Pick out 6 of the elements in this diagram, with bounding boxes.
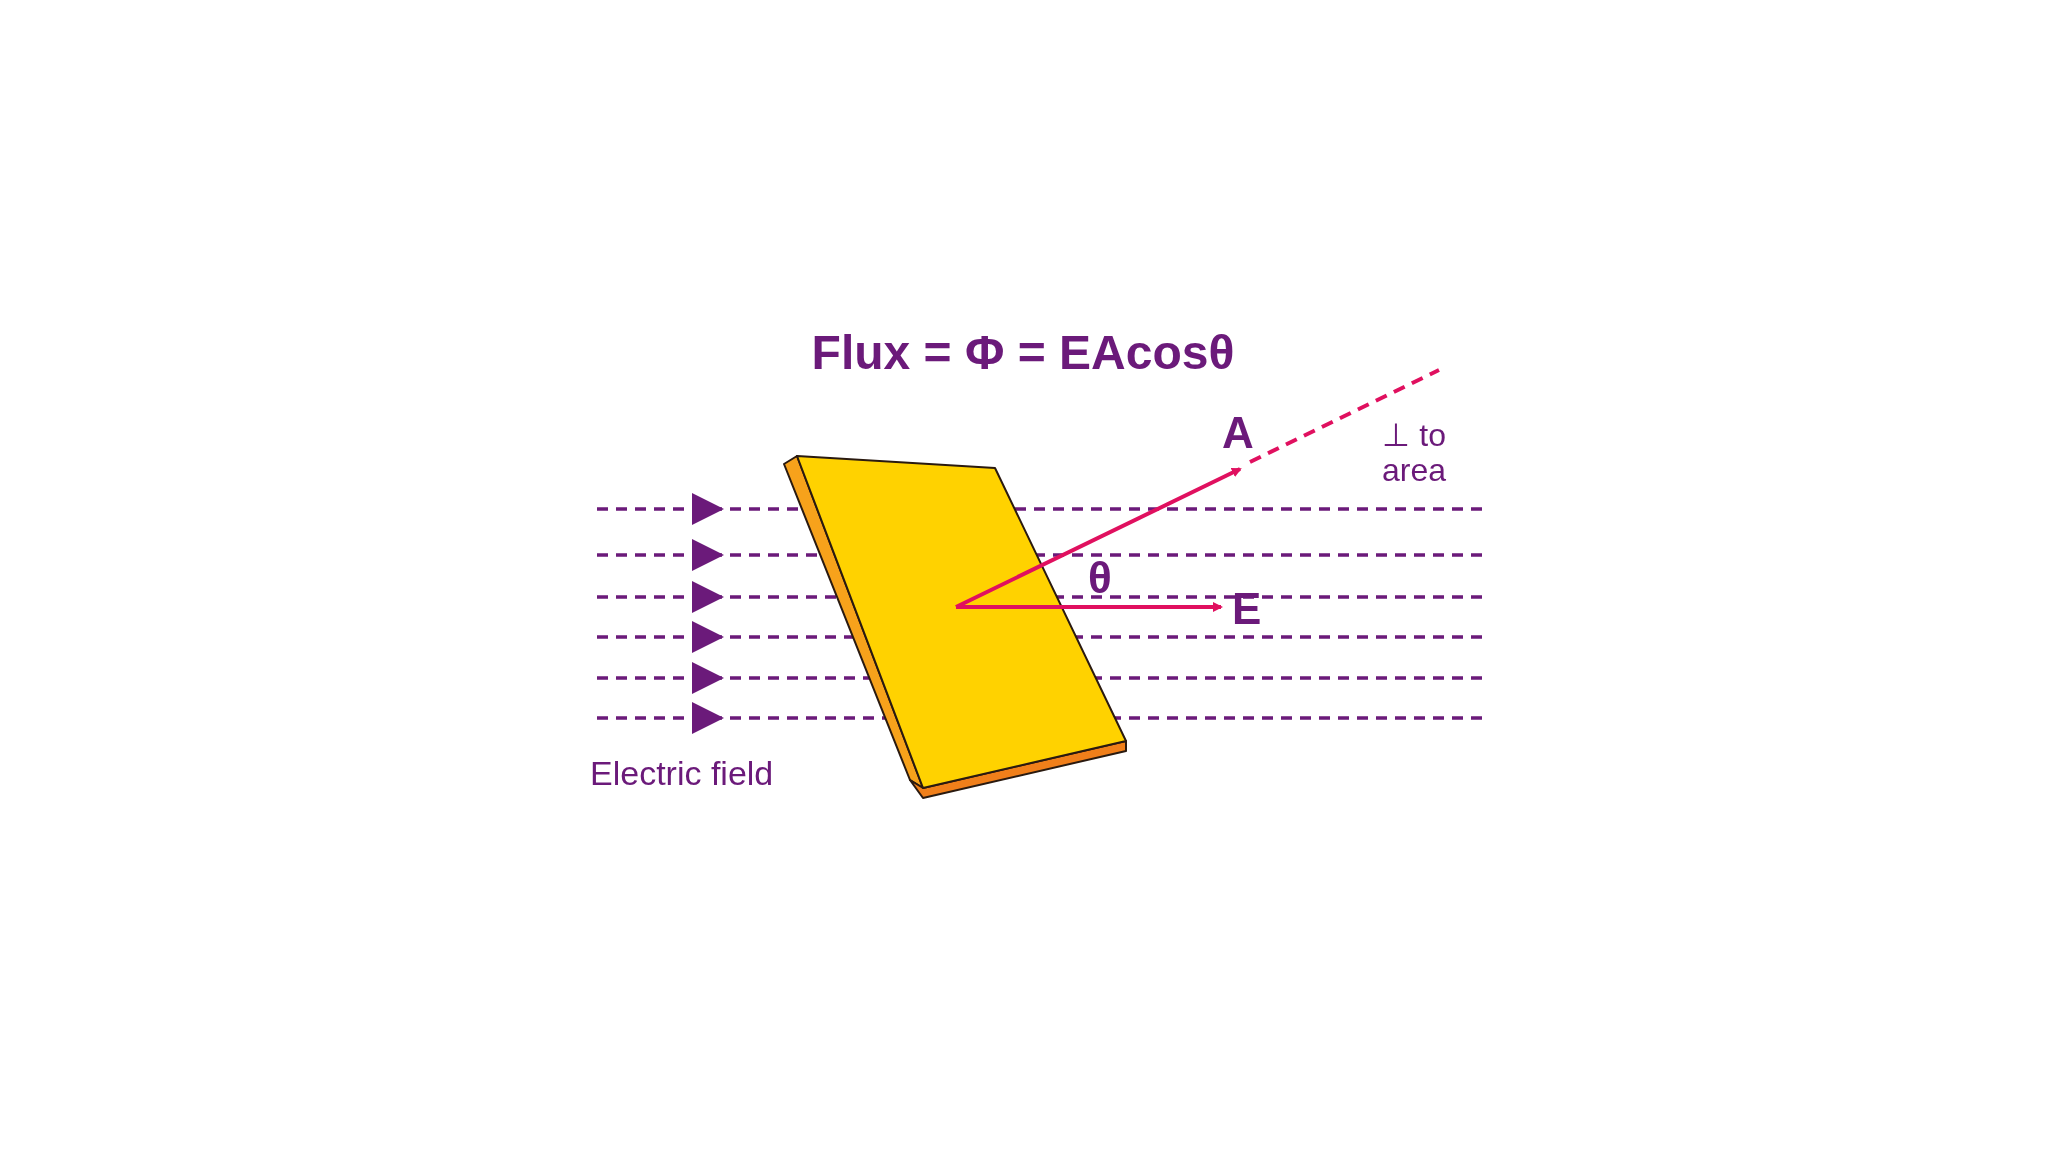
vector-label: A: [1222, 411, 1254, 455]
vector-label: E: [1232, 587, 1262, 631]
note-label: ⊥ to area: [1380, 418, 1446, 489]
formula-title: Flux = Φ = EAcosθ: [811, 329, 1235, 377]
field-label: Electric field: [590, 756, 774, 790]
angle-label: θ: [1088, 556, 1112, 600]
